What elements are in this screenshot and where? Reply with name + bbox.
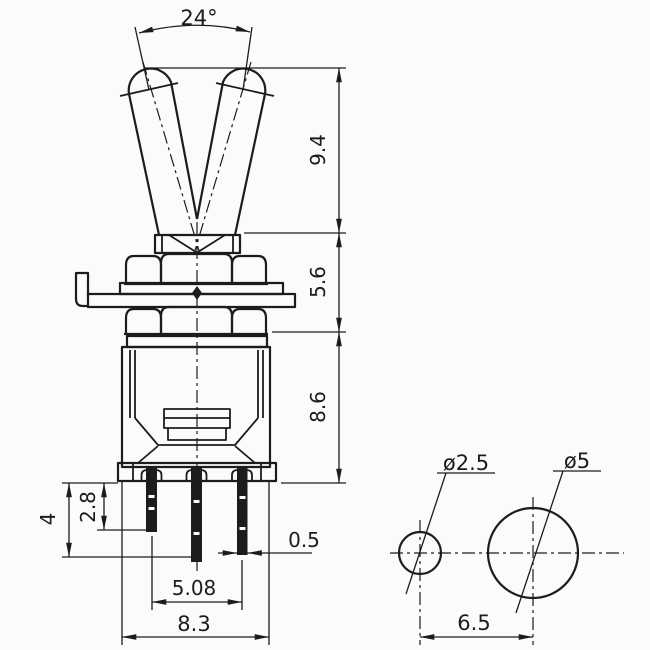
body-inner-walls: [129, 350, 264, 418]
dim-label-pin-long: 4: [36, 513, 60, 526]
dim-label-bushing-stack: 5.6: [306, 266, 330, 298]
lever-right-axis: [193, 61, 252, 255]
dim-label-angle: 24°: [180, 6, 217, 30]
dim-label-pin-short: 2.8: [76, 491, 100, 523]
dim-label-small-hole: ø2.5: [443, 451, 489, 475]
bushing-and-hardware: [74, 233, 297, 349]
washer-tab-hook: [74, 271, 90, 308]
bushing-inner-lines: [161, 235, 234, 253]
bottom-flange: [116, 461, 278, 483]
pin-mark: [148, 495, 155, 498]
angle-leg-right: [242, 26, 253, 91]
angle-leg-left: [134, 26, 150, 91]
actuator-base: [137, 445, 256, 464]
dim-lever-angle: 24°: [134, 6, 253, 91]
bushing: [153, 233, 242, 255]
angle-arc: [138, 24, 251, 34]
top-nut-facet-left: [124, 254, 163, 284]
tab-washer: [86, 292, 297, 309]
leader-line-small-hole: [405, 472, 447, 595]
dims-right-side: 9.4 5.6 8.6: [145, 67, 346, 484]
pin-mark: [148, 507, 155, 510]
leader-line-large-hole: [515, 470, 564, 614]
pin-left: [146, 466, 157, 532]
top-nut-facet-right: [230, 254, 268, 284]
dim-label-pin-thickness: 0.5: [288, 528, 320, 552]
top-nut-facet-mid: [159, 252, 234, 284]
lever-right-outline: [195, 67, 267, 236]
pin-mark: [239, 496, 246, 499]
dims-left-side: 4 2.8: [36, 482, 200, 558]
terminal-pins: [146, 466, 248, 562]
dim-label-lever-height: 9.4: [306, 134, 330, 166]
panel-hole-plan: ø2.5 ø5 6.5: [397, 449, 601, 640]
switch-body: [116, 345, 278, 483]
body-label-plate: [163, 408, 231, 441]
dim-label-pin-spacing: 5.08: [172, 576, 217, 600]
dim-label-large-hole: ø5: [564, 449, 590, 473]
large-hole-circle: [486, 506, 580, 600]
pin-right: [237, 466, 248, 555]
lower-nut-facet-mid: [159, 305, 234, 334]
dim-label-body-width: 8.3: [177, 612, 210, 636]
pin-mark: [193, 500, 200, 503]
flange-feet: [132, 463, 262, 481]
lever-root-vee: [168, 234, 226, 253]
dims-bottom: 0.5 5.08 8.3: [121, 480, 320, 645]
dim-label-body-height: 8.6: [306, 391, 330, 423]
small-hole-circle: [397, 530, 443, 576]
pin-mark: [193, 532, 200, 535]
body-inner-chamfers: [134, 417, 259, 446]
lower-nut-facet-right: [230, 307, 268, 334]
lever-left-axis: [142, 61, 201, 255]
pin-center: [191, 466, 202, 562]
body-outline: [120, 345, 272, 469]
centerlines: [142, 61, 624, 645]
lower-nut-facet-left: [124, 307, 163, 334]
pin-mark: [239, 527, 246, 530]
dim-label-hole-distance: 6.5: [457, 611, 490, 635]
lever-right-cap-chord: [215, 82, 275, 97]
